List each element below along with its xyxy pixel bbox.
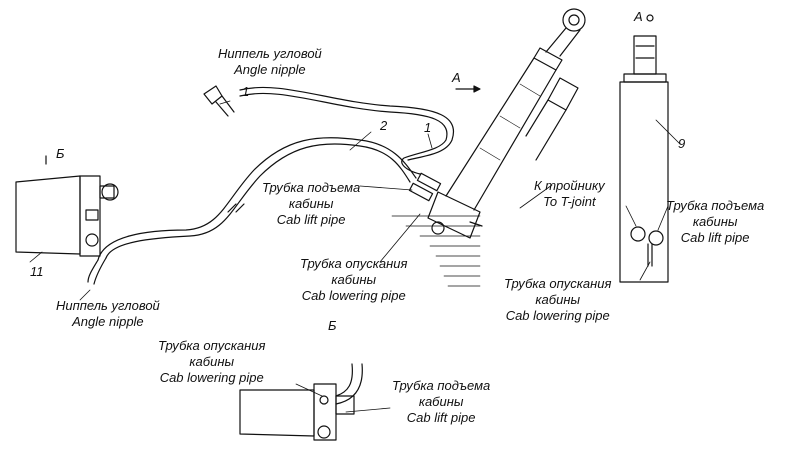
label-ru: Ниппель угловой [56,298,160,313]
lift-cylinder [408,8,586,239]
view-b-title: Б [328,318,337,333]
label-cab-lowering-main: Трубка опускания кабины Cab lowering pip… [300,256,407,304]
label-ru-2: кабины [288,196,334,211]
angle-nipple-part [203,85,235,117]
label-en: Cab lift pipe [276,212,346,227]
label-ru-2: кабины [331,272,377,287]
label-cab-lift-view-b: Трубка подъема кабины Cab lift pipe [392,378,490,426]
label-en: Cab lift pipe [680,230,750,245]
pump-unit [15,155,119,263]
view-a-title: A [634,9,643,24]
label-ru-1: Трубка опускания [300,256,408,271]
label-en: Angle nipple [234,62,306,77]
label-cab-lift-main: Трубка подъема кабины Cab lift pipe [262,180,360,228]
label-t-joint: К тройнику To T-joint [534,178,605,210]
label-ru: К тройнику [534,178,605,193]
view-b-pump [239,363,391,441]
label-en: Cab lift pipe [406,410,476,425]
hydraulic-pipes [79,86,553,301]
label-ru-1: Трубка подъема [666,198,765,213]
label-en: Cab lowering pipe [159,370,264,385]
label-ru-1: Трубка подъема [262,180,361,195]
label-ru-1: Трубка опускания [158,338,266,353]
label-cab-lift-view-a: Трубка подъема кабины Cab lift pipe [666,198,764,246]
label-en: Cab lowering pipe [505,308,610,323]
label-angle-nipple-top: Ниппель угловой Angle nipple [218,46,322,78]
callout-9: 9 [678,136,686,151]
label-ru-1: Трубка подъема [392,378,491,393]
view-a-arrow-label: A [452,70,461,85]
label-en: Angle nipple [72,314,144,329]
label-ru-2: кабины [692,214,738,229]
view-b-marker: Б [56,146,65,161]
label-cab-lowering-view-b: Трубка опускания кабины Cab lowering pip… [158,338,265,386]
label-ru-1: Трубка опускания [504,276,612,291]
view-a-cylinder [619,14,681,283]
label-en: To T-joint [543,194,596,209]
label-ru-2: кабины [189,354,235,369]
label-ru-2: кабины [535,292,581,307]
callout-1-right: 1 [424,120,432,135]
callout-11: 11 [30,264,44,279]
label-ru: Ниппель угловой [218,46,322,61]
label-en: Cab lowering pipe [301,288,406,303]
callout-2: 2 [380,118,388,133]
label-ru-2: кабины [418,394,464,409]
label-angle-nipple-bottom: Ниппель угловой Angle nipple [56,298,160,330]
hatching [391,215,481,287]
callout-1-top: 1 [242,84,250,99]
label-cab-lowering-view-a: Трубка опускания кабины Cab lowering pip… [504,276,611,324]
